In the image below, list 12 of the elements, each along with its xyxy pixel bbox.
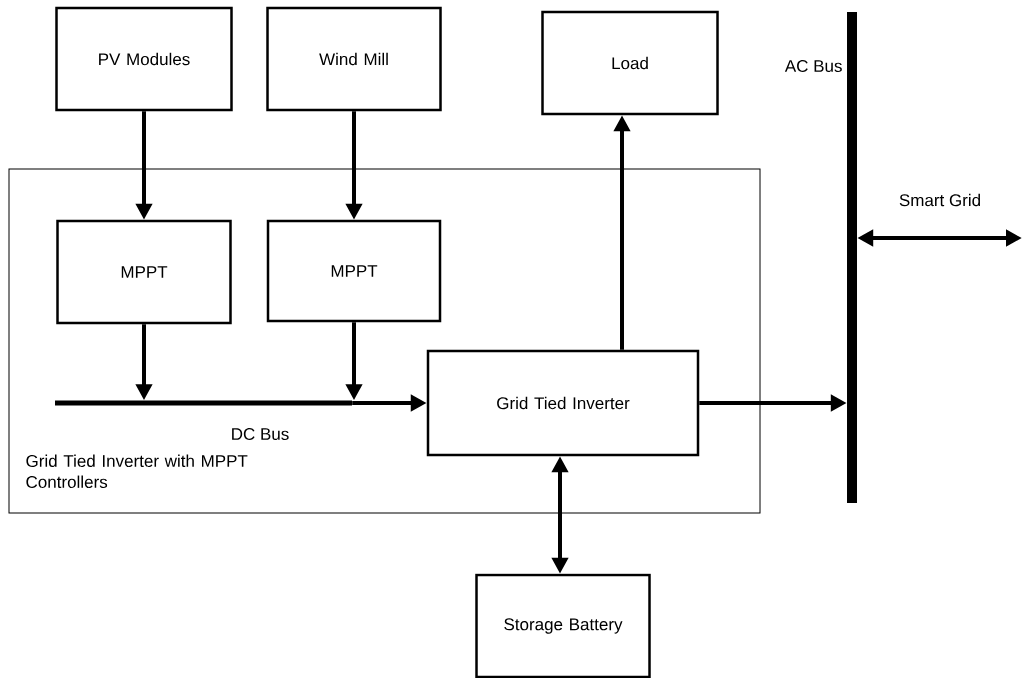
block-box: Grid Tied Inverter — [426, 349, 700, 457]
block-box: Storage Battery — [475, 573, 651, 678]
node-label: AC Bus — [784, 59, 842, 73]
bus-bar: AC Bus — [784, 12, 857, 503]
block-box: MPPT — [56, 219, 232, 325]
node-label: DC Bus — [232, 427, 289, 441]
block-box: Load — [541, 10, 719, 116]
block-box: Wind Mill — [266, 6, 442, 112]
block-box: MPPT — [266, 219, 442, 323]
bus-bar: DC Bus — [55, 400, 352, 441]
block-box: PV Modules — [55, 6, 233, 112]
edge-label: Smart Grid — [899, 193, 980, 207]
